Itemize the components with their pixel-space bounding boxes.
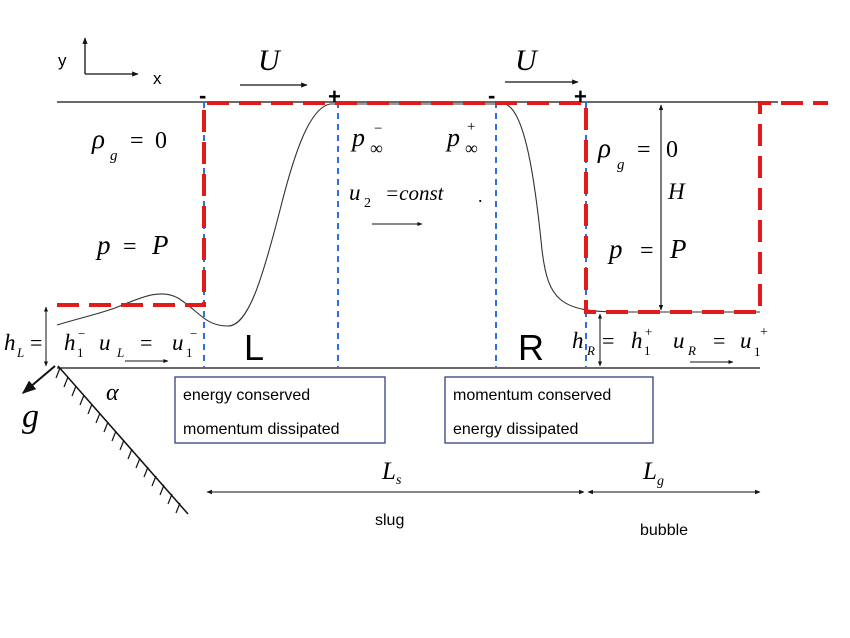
gravity-arrow <box>21 365 56 394</box>
svg-text:L: L <box>16 345 24 360</box>
left-box-line-2: momentum dissipated <box>183 421 340 438</box>
plus-sign-2: + <box>574 84 587 109</box>
svg-text:−: − <box>78 326 85 341</box>
left-info-box <box>174 376 386 444</box>
svg-text:R: R <box>586 343 595 358</box>
svg-text:u: u <box>673 328 685 353</box>
pressure-plus: p + ∞ <box>445 119 478 158</box>
x-axis-label: x <box>153 69 162 88</box>
svg-text:=: = <box>30 330 42 355</box>
svg-text:=: = <box>713 328 725 353</box>
incline-hatching <box>55 367 181 514</box>
y-axis-label: y <box>58 51 67 70</box>
svg-text:=: = <box>140 330 152 355</box>
interface-curve <box>56 103 760 327</box>
svg-text:p: p <box>95 230 111 260</box>
axes <box>82 37 139 77</box>
right-box-line-1: momentum conserved <box>453 387 611 404</box>
svg-text:u: u <box>99 330 111 355</box>
svg-text:p: p <box>350 123 365 152</box>
svg-text:1: 1 <box>77 345 84 360</box>
svg-text:u: u <box>349 180 361 205</box>
svg-text:u: u <box>172 330 184 355</box>
svg-text:h: h <box>64 330 76 355</box>
svg-text:=: = <box>130 128 144 154</box>
svg-text:+: + <box>467 119 475 135</box>
svg-text:u: u <box>740 328 752 353</box>
svg-text:1: 1 <box>754 344 761 359</box>
svg-text:1: 1 <box>186 345 193 360</box>
svg-text:h: h <box>572 328 584 353</box>
plus-sign-1: + <box>328 84 341 109</box>
left-box-line-1: energy conserved <box>183 387 310 404</box>
svg-text:h: h <box>631 328 643 353</box>
bubble-label: bubble <box>640 522 688 539</box>
svg-text:=: = <box>602 328 614 353</box>
incline-line <box>57 365 189 515</box>
right-box-line-2: energy dissipated <box>453 421 578 438</box>
svg-text:=: = <box>640 238 654 264</box>
svg-text:g: g <box>617 157 625 173</box>
svg-text:.: . <box>478 186 483 206</box>
bubble-length-label: L g <box>642 458 664 489</box>
svg-text:∞: ∞ <box>370 138 383 158</box>
slug-length-label: L s <box>381 458 402 488</box>
svg-text:g: g <box>657 474 664 489</box>
svg-text:P: P <box>669 234 687 264</box>
svg-text:∞: ∞ <box>465 138 478 158</box>
left-gas-pressure: p = P <box>95 230 169 260</box>
svg-text:+: + <box>760 325 768 340</box>
minus-sign-2: - <box>488 83 495 108</box>
svg-text:L: L <box>116 345 124 360</box>
svg-text:p: p <box>607 234 623 264</box>
svg-text:ρ: ρ <box>597 133 611 163</box>
svg-text:h: h <box>4 330 16 355</box>
svg-text:=: = <box>123 234 137 260</box>
svg-text:P: P <box>151 230 169 260</box>
gravity-label: g <box>22 398 39 435</box>
svg-text:=: = <box>637 137 651 163</box>
red-square-wave <box>57 101 828 314</box>
svg-text:+: + <box>645 324 652 339</box>
svg-text:0: 0 <box>155 128 167 154</box>
svg-text:−: − <box>190 326 197 341</box>
region-label-right: R <box>518 327 544 368</box>
left-gas-density: ρ g = 0 <box>91 124 167 164</box>
svg-text:p: p <box>445 123 460 152</box>
pressure-minus: p − ∞ <box>350 121 383 158</box>
velocity-label-left: U <box>258 44 282 77</box>
right-film-equation: h R = h 1 + u R = u 1 + <box>572 324 768 359</box>
angle-label: α <box>106 380 119 406</box>
svg-text:L: L <box>642 458 657 485</box>
minus-sign-1: - <box>199 83 206 108</box>
svg-text:0: 0 <box>666 137 678 163</box>
left-film-equation: h L = h 1 − u L = u 1 − <box>4 326 197 360</box>
svg-text:1: 1 <box>644 343 651 358</box>
svg-text:ρ: ρ <box>91 124 105 154</box>
right-info-box <box>444 376 654 444</box>
svg-text:s: s <box>396 473 402 488</box>
svg-text:−: − <box>374 121 382 137</box>
svg-text:=const: =const <box>385 181 445 205</box>
right-gas-density: ρ g = 0 <box>597 133 678 173</box>
svg-text:g: g <box>110 148 118 164</box>
height-label: H <box>667 179 686 204</box>
region-label-left: L <box>244 327 264 368</box>
svg-text:R: R <box>687 343 696 358</box>
velocity-label-right: U <box>515 44 539 77</box>
slug-label: slug <box>375 512 404 529</box>
right-gas-pressure: p = P <box>607 234 687 264</box>
svg-text:L: L <box>381 458 396 485</box>
u2-const: u 2 =const . <box>349 180 483 211</box>
svg-text:2: 2 <box>364 196 371 211</box>
